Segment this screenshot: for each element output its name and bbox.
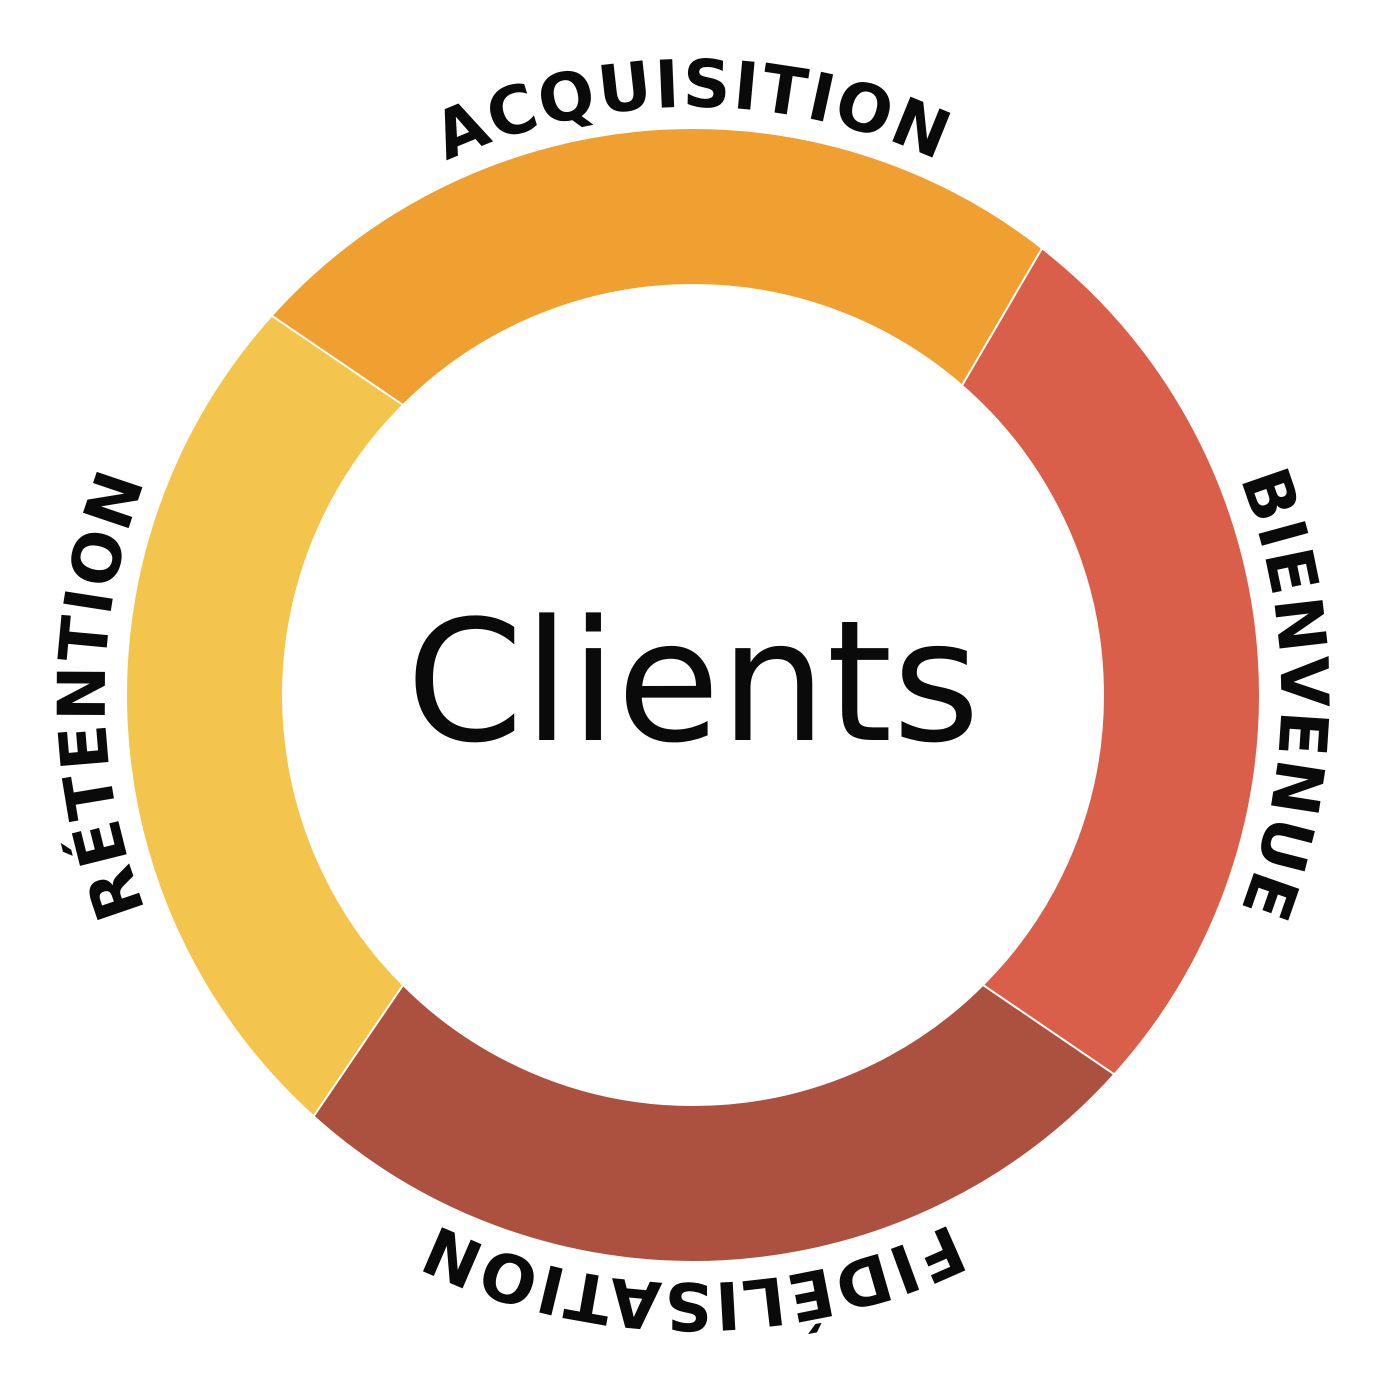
ring-segment-bienvenue [960, 246, 1262, 1091]
ring-segment-acquisition [270, 126, 1074, 407]
cycle-ring [125, 126, 1262, 1263]
ring-segment-fidelisation [312, 983, 1116, 1263]
ring-segment-retention [125, 285, 426, 1144]
center-label: Clients [406, 584, 980, 780]
